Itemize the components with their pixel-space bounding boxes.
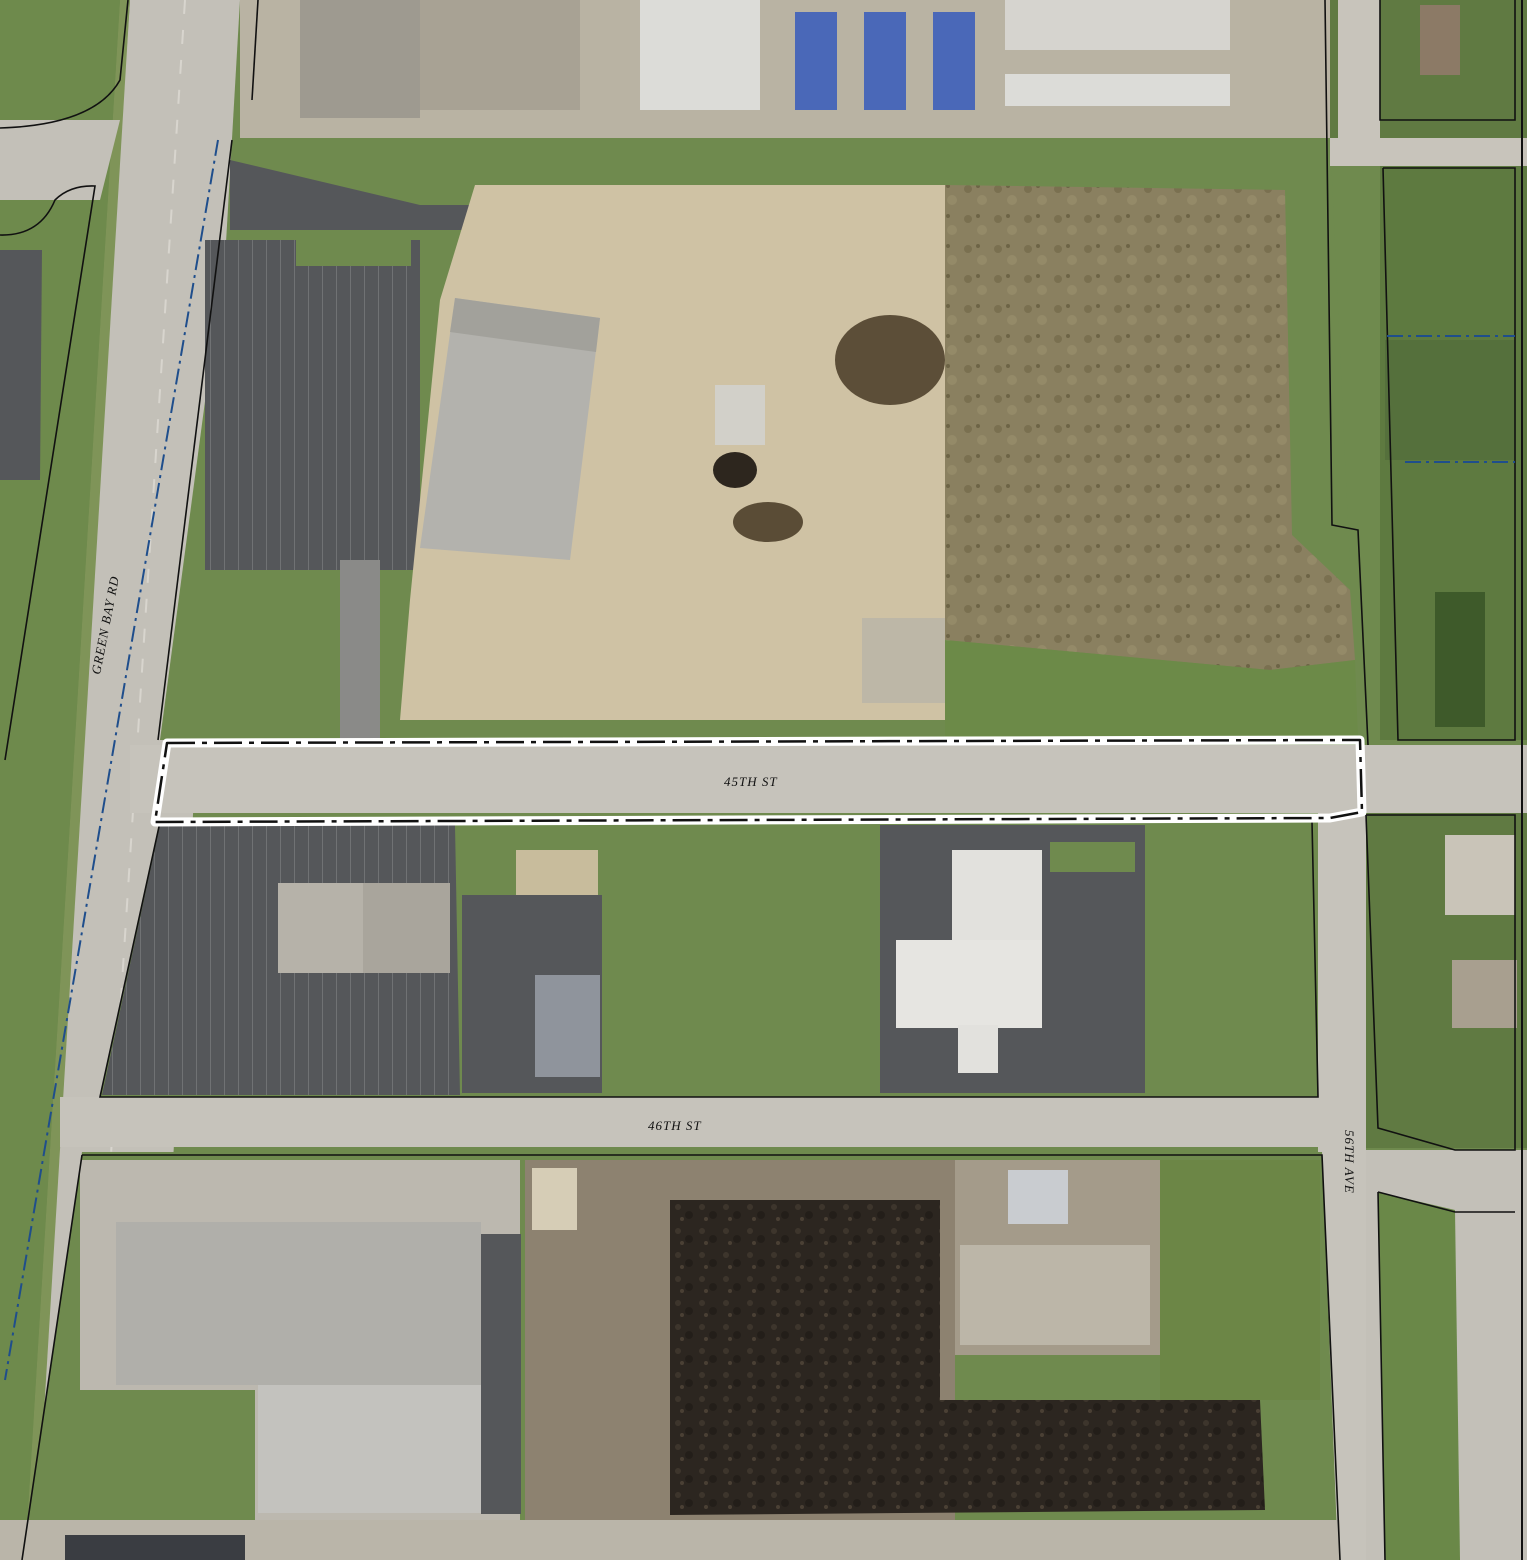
municipal-boundary bbox=[4, 139, 1515, 1381]
lower-building-2 bbox=[258, 1385, 481, 1513]
upper-service-drive bbox=[340, 560, 380, 740]
upper-pad bbox=[862, 618, 950, 703]
middle-east-building-3 bbox=[958, 1025, 998, 1073]
upper-main-building-roof-edge bbox=[450, 298, 600, 352]
45th-st-label: 45TH ST bbox=[724, 774, 778, 789]
45th-st-pavement bbox=[130, 745, 1527, 813]
east-road-edge bbox=[1330, 138, 1527, 166]
parcel-line-middle bbox=[99, 821, 1319, 1098]
parcel-line-upper-east bbox=[1324, 0, 1369, 746]
top-building-4 bbox=[1005, 0, 1230, 50]
blue-roof-2 bbox=[864, 12, 906, 110]
east-tree-cluster bbox=[1435, 592, 1485, 727]
east-yard-lot bbox=[960, 1245, 1150, 1345]
lower-grass-west bbox=[60, 1390, 255, 1530]
dirt-mound bbox=[835, 315, 945, 405]
top-right-house bbox=[1420, 5, 1460, 75]
parcel-line-top-left bbox=[251, 0, 259, 101]
46th-st-pavement bbox=[60, 1097, 1527, 1147]
bottom-dark-building bbox=[65, 1535, 245, 1560]
middle-east-building-2 bbox=[896, 940, 1042, 1028]
parcel-line-east-middle bbox=[1365, 814, 1516, 1151]
parcel-line-west-mid bbox=[0, 185, 96, 761]
excavation-trench bbox=[733, 502, 803, 542]
parcel-line-lower bbox=[21, 1154, 1341, 1560]
west-side-pavement bbox=[0, 120, 120, 200]
lower-east-grass bbox=[1160, 1160, 1320, 1400]
municipal-boundary-west bbox=[4, 139, 219, 1381]
middle-east-grass-2 bbox=[1145, 825, 1313, 1093]
east-sport-court bbox=[1452, 960, 1517, 1028]
top-building-2 bbox=[420, 0, 580, 110]
upper-drive bbox=[230, 160, 475, 230]
top-right-driveway bbox=[1338, 0, 1380, 160]
east-house-middle bbox=[1445, 835, 1515, 915]
lower-building-shadow bbox=[481, 1234, 521, 1514]
municipal-boundary-east bbox=[1387, 335, 1515, 463]
parcel-line-east-upper-res bbox=[1382, 167, 1516, 741]
46th-st-label: 46TH ST bbox=[648, 1118, 702, 1133]
middle-east-grass bbox=[1050, 842, 1135, 872]
parcel-line-upper bbox=[157, 139, 233, 741]
blue-roof-1 bbox=[795, 12, 837, 110]
middle-sand-patch bbox=[516, 850, 598, 895]
vacation-area-dashline bbox=[153, 738, 1364, 824]
lower-building-1 bbox=[116, 1222, 481, 1385]
green-bay-rd-median bbox=[25, 0, 130, 1560]
dark-debris-area bbox=[670, 1200, 1265, 1515]
upper-parking-island bbox=[296, 232, 411, 266]
middle-building-west-wing bbox=[278, 883, 363, 973]
parcel-line-east-top bbox=[1379, 0, 1516, 121]
middle-building-blue bbox=[535, 975, 600, 1077]
salvage-shed bbox=[532, 1168, 577, 1230]
top-building-3 bbox=[640, 0, 760, 110]
east-lower-lawn bbox=[1378, 1192, 1460, 1560]
upper-east-grass bbox=[945, 640, 1358, 740]
excavation-pit bbox=[713, 452, 757, 488]
east-yard-building bbox=[1008, 1170, 1068, 1224]
upper-main-building bbox=[420, 298, 600, 560]
parcel-line-east-lower bbox=[1377, 1191, 1515, 1560]
top-building-1 bbox=[300, 0, 420, 118]
upper-parking-lot bbox=[205, 240, 420, 570]
small-structure bbox=[715, 385, 765, 445]
east-residential-yard bbox=[1385, 340, 1515, 460]
weedy-field bbox=[945, 185, 1355, 670]
56th-ave-label: 56TH AVE bbox=[1342, 1130, 1357, 1194]
parcel-line-west-top bbox=[0, 0, 129, 129]
west-side-lot bbox=[0, 250, 42, 480]
blue-roof-3 bbox=[933, 12, 975, 110]
top-building-5 bbox=[1005, 74, 1230, 106]
